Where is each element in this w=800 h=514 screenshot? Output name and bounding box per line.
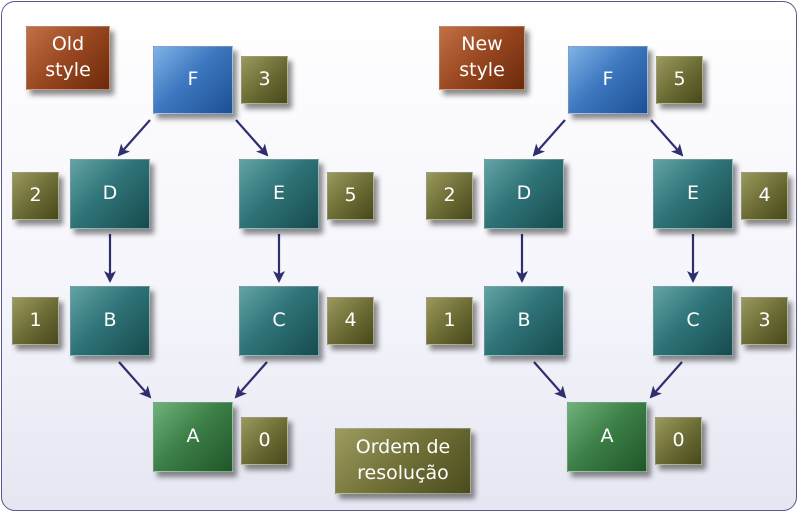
- left-node-d: D: [70, 159, 150, 229]
- edge-right-b-to-a: [533, 361, 567, 399]
- right-node-e: E: [653, 159, 733, 229]
- edge-left-f-to-e: [235, 119, 269, 157]
- edge-right-c-to-a: [649, 361, 683, 399]
- left-node-f: F: [153, 46, 233, 114]
- edge-right-f-to-e: [650, 119, 684, 157]
- left-node-e: E: [239, 159, 319, 229]
- left-order-d: 2: [12, 172, 59, 220]
- right-node-a: A: [567, 402, 647, 472]
- left-node-a: A: [153, 402, 233, 472]
- legend-resolution-order: Ordem de resolução: [335, 428, 471, 494]
- right-order-e: 4: [741, 172, 788, 220]
- edge-right-f-to-d: [532, 119, 566, 157]
- left-order-a: 0: [241, 417, 288, 465]
- left-order-b: 1: [12, 297, 59, 345]
- edge-left-b-to-a: [118, 361, 152, 399]
- right-order-a: 0: [655, 417, 702, 465]
- old-style-label: Old style: [26, 26, 110, 90]
- right-node-c: C: [653, 286, 733, 356]
- right-order-c: 3: [741, 297, 788, 345]
- right-node-f: F: [568, 46, 648, 114]
- left-node-c: C: [239, 286, 319, 356]
- edge-left-c-to-a: [234, 361, 268, 399]
- left-order-c: 4: [327, 297, 374, 345]
- left-order-e: 5: [327, 172, 374, 220]
- left-order-f: 3: [241, 56, 288, 104]
- right-order-d: 2: [426, 172, 473, 220]
- new-style-label: New style: [439, 26, 525, 90]
- right-order-f: 5: [656, 56, 703, 104]
- edge-left-f-to-d: [117, 119, 151, 157]
- right-node-b: B: [484, 286, 564, 356]
- right-order-b: 1: [426, 297, 473, 345]
- left-node-b: B: [70, 286, 150, 356]
- right-node-d: D: [484, 159, 564, 229]
